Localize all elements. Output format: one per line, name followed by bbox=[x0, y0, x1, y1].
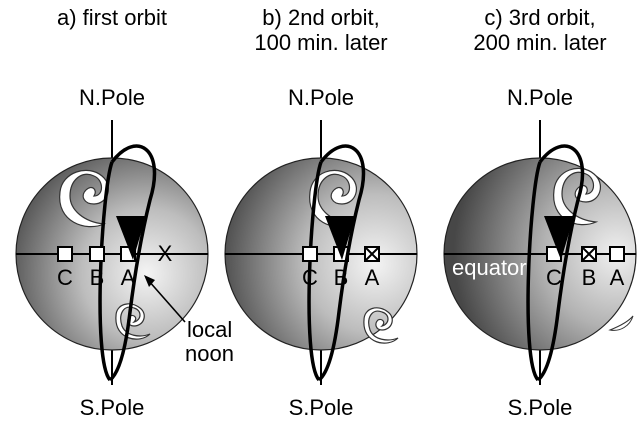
panel-c-south-pole-label: S.Pole bbox=[507, 395, 573, 420]
orbit-direction-arrow bbox=[544, 216, 574, 260]
station-a-passed bbox=[364, 246, 380, 262]
orbit-front bbox=[317, 144, 366, 382]
orbit-front bbox=[108, 144, 157, 382]
panel-a-south-pole-label: S.Pole bbox=[79, 395, 145, 420]
orbit-direction-arrow bbox=[116, 216, 146, 260]
orbit-front bbox=[536, 144, 585, 382]
noon-pointer-line bbox=[147, 279, 186, 323]
cloud-swirl bbox=[553, 167, 602, 226]
station-b-label: B bbox=[581, 265, 597, 290]
equator-label: equator bbox=[452, 255, 527, 280]
cloud-swirl bbox=[115, 303, 151, 340]
station-c-label: C bbox=[57, 265, 73, 290]
panel-c-north-pole-label: N.Pole bbox=[506, 85, 574, 110]
panel-a-title: a) first orbit bbox=[56, 5, 168, 30]
cloud-wisp bbox=[608, 315, 634, 331]
noon-pointer-head bbox=[144, 275, 155, 287]
station-b-passed bbox=[581, 246, 597, 262]
local-noon-label-line1: local bbox=[187, 317, 233, 342]
local-noon-label-line2: noon bbox=[185, 341, 234, 366]
station-a-label: A bbox=[609, 265, 625, 290]
station-a-label: A bbox=[364, 265, 380, 290]
station-a bbox=[609, 246, 625, 262]
local-noon-marker: X bbox=[157, 241, 173, 266]
station-c-label: C bbox=[302, 265, 318, 290]
panel-a bbox=[15, 120, 209, 385]
panel-b-title-line1: b) 2nd orbit, bbox=[262, 5, 380, 30]
station-b-label: B bbox=[89, 265, 105, 290]
panel-c-title-line1: c) 3rd orbit, bbox=[484, 5, 596, 30]
panel-c-title-line2: 200 min. later bbox=[473, 30, 607, 55]
station-b bbox=[89, 246, 105, 262]
station-c-label: C bbox=[546, 265, 562, 290]
orbit-back bbox=[98, 161, 114, 382]
panel-a-north-pole-label: N.Pole bbox=[78, 85, 146, 110]
cloud-swirl bbox=[363, 307, 399, 344]
station-c bbox=[302, 246, 318, 262]
station-c bbox=[57, 246, 73, 262]
panel-b-title-line2: 100 min. later bbox=[254, 30, 388, 55]
orbit-direction-arrow bbox=[325, 216, 355, 260]
panel-b-north-pole-label: N.Pole bbox=[287, 85, 355, 110]
panel-c bbox=[443, 120, 637, 385]
panel-b-south-pole-label: S.Pole bbox=[288, 395, 354, 420]
station-b-label: B bbox=[333, 265, 349, 290]
station-a-label: A bbox=[120, 265, 136, 290]
orbit-back bbox=[526, 161, 542, 382]
orbit-back bbox=[307, 161, 323, 382]
panel-b bbox=[224, 120, 418, 385]
